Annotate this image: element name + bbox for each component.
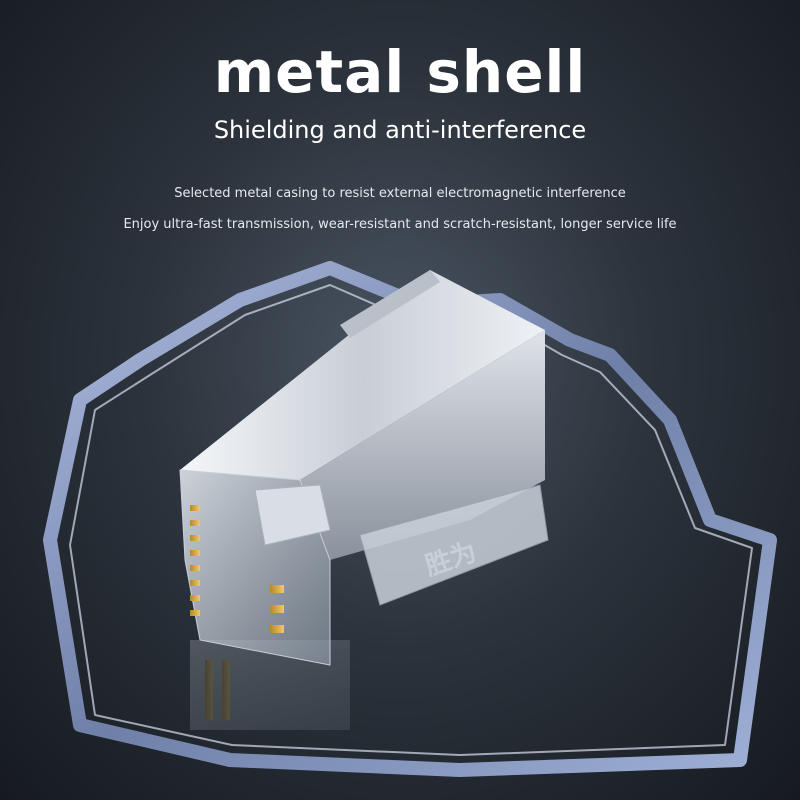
- page-subtitle: Shielding and anti-interference: [213, 116, 587, 144]
- page-title: metal shell: [213, 38, 587, 106]
- description-line-2: Enjoy ultra-fast transmission, wear-resi…: [123, 217, 677, 232]
- description-line-1: Selected metal casing to resist external…: [174, 186, 626, 201]
- rj45-connector-image: 胜为: [179, 270, 549, 666]
- shield-icon: [43, 261, 777, 777]
